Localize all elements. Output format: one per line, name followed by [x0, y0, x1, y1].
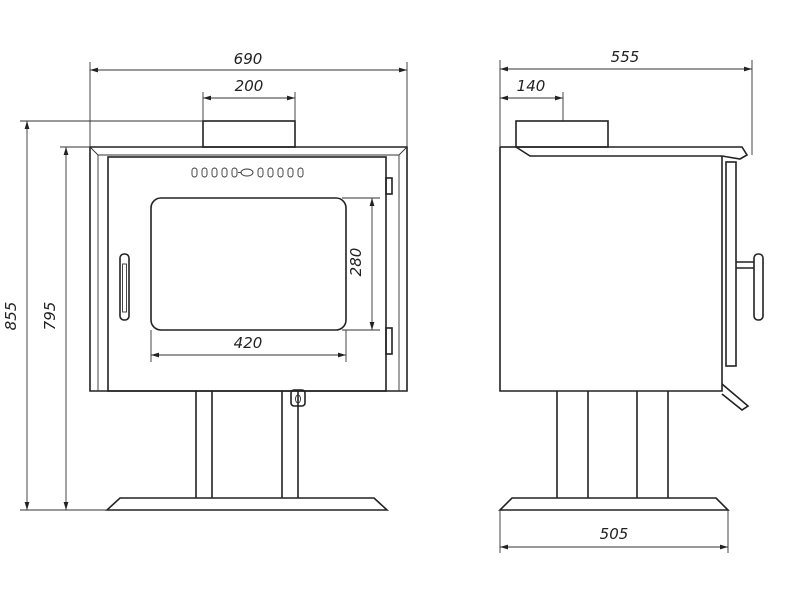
front-hinge-bottom — [385, 327, 393, 355]
dim-label-855: 855 — [2, 302, 20, 331]
front-ash-lever — [290, 389, 306, 407]
dim-label-555: 555 — [611, 48, 640, 66]
dim-label-140: 140 — [517, 77, 546, 95]
dim-label-690: 690 — [234, 50, 263, 68]
front-door-handle-bar — [122, 263, 127, 313]
side-ash-lever — [721, 383, 750, 411]
front-glass-window — [150, 197, 347, 331]
side-extension-lines — [499, 60, 753, 553]
side-top-plate — [515, 146, 749, 160]
front-stand-column — [195, 391, 299, 498]
front-top-bevel — [89, 146, 408, 391]
side-door-handle-arm — [736, 261, 754, 269]
front-door-handle — [119, 253, 130, 321]
front-view: 690 200 855 795 280 420 — [2, 50, 408, 511]
front-hinge-top — [385, 177, 393, 195]
front-flue-collar — [202, 120, 296, 148]
side-door-handle — [753, 253, 764, 321]
dim-label-420: 420 — [234, 334, 263, 352]
front-stove-body — [89, 146, 408, 392]
side-view: 555 140 505 — [498, 48, 764, 553]
side-base-plate — [498, 497, 730, 511]
side-stand-legs — [556, 391, 669, 498]
front-ash-lever-hole — [295, 394, 301, 404]
side-door-panel — [725, 161, 737, 367]
dim-label-200: 200 — [235, 77, 264, 95]
air-vent-slots — [191, 167, 304, 178]
side-stove-body — [499, 147, 723, 392]
dim-label-505: 505 — [600, 525, 629, 543]
dim-label-795: 795 — [41, 302, 59, 331]
front-extension-lines — [20, 62, 408, 511]
dim-label-280: 280 — [347, 248, 365, 277]
front-base-plate — [104, 497, 390, 511]
front-door-frame — [107, 156, 387, 392]
side-flue-collar — [515, 120, 609, 148]
